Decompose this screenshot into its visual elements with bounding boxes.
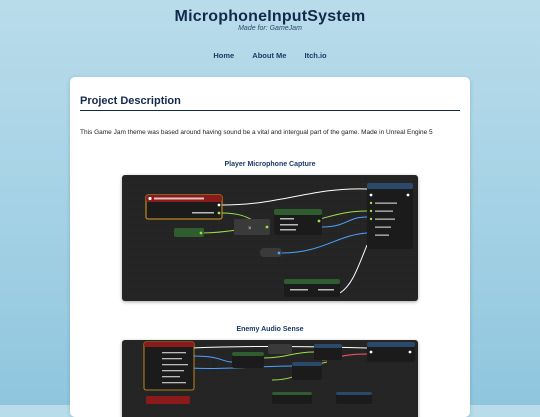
site-title: MicrophoneInputSystem	[174, 8, 366, 25]
nav-about-me-link[interactable]: About Me	[252, 51, 287, 60]
svg-text:×: ×	[248, 226, 252, 232]
blueprint-image-player-capture: ×	[122, 175, 418, 301]
blueprint-graph-enemy-audio	[122, 340, 418, 417]
main-nav: Home About Me Itch.io	[0, 51, 540, 60]
blueprint-graph-player-capture: ×	[122, 175, 418, 301]
blueprint-image-enemy-audio	[122, 340, 418, 417]
project-description: This Game Jam theme was based around hav…	[80, 128, 433, 136]
content-card: Project Description This Game Jam theme …	[70, 77, 470, 417]
site-subtitle: Made for: GameJam	[238, 25, 302, 32]
nav-itchio-link[interactable]: Itch.io	[304, 51, 327, 60]
figure-title-player-capture: Player Microphone Capture	[224, 161, 316, 168]
section-heading: Project Description	[80, 95, 460, 111]
nav-home-link[interactable]: Home	[213, 51, 235, 60]
figure-title-enemy-audio: Enemy Audio Sense	[236, 326, 304, 333]
